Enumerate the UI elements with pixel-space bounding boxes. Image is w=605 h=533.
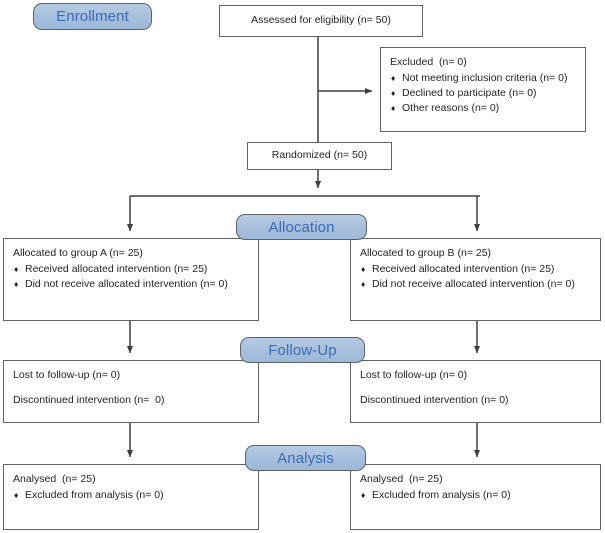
- stage-label-analysis: Analysis: [277, 449, 334, 467]
- allocation-a-list: Received allocated intervention (n= 25) …: [13, 262, 249, 292]
- list-item: Declined to participate (n= 0): [390, 86, 576, 101]
- box-followup-group-b: Lost to follow-up (n= 0) Discontinued in…: [350, 360, 601, 423]
- list-item: Did not receive allocated intervention (…: [13, 277, 249, 292]
- analysis-b-list: Excluded from analysis (n= 0): [360, 488, 591, 503]
- box-assessed-for-eligibility: Assessed for eligibility (n= 50): [219, 5, 423, 37]
- list-item: Received allocated intervention (n= 25): [13, 262, 249, 277]
- stage-pill-analysis: Analysis: [245, 445, 366, 471]
- box-excluded: Excluded (n= 0) Not meeting inclusion cr…: [380, 47, 586, 132]
- excluded-heading: Excluded (n= 0): [390, 56, 467, 68]
- list-item: Received allocated intervention (n= 25): [360, 262, 591, 277]
- analysis-a-list: Excluded from analysis (n= 0): [13, 488, 249, 503]
- allocation-b-list: Received allocated intervention (n= 25) …: [360, 262, 591, 292]
- box-randomized: Randomized (n= 50): [247, 142, 392, 170]
- followup-b-lost: Lost to follow-up (n= 0): [360, 369, 468, 381]
- allocation-a-heading: Allocated to group A (n= 25): [13, 247, 143, 259]
- box-allocation-group-a: Allocated to group A (n= 25) Received al…: [3, 238, 259, 321]
- followup-a-discontinued: Discontinued intervention (n= 0): [13, 394, 165, 406]
- stage-label-enrollment: Enrollment: [56, 8, 129, 25]
- box-analysis-group-b: Analysed (n= 25) Excluded from analysis …: [350, 464, 601, 530]
- assessed-text: Assessed for eligibility (n= 50): [251, 14, 391, 26]
- stage-label-followup: Follow-Up: [268, 341, 337, 359]
- stage-label-allocation: Allocation: [268, 218, 335, 236]
- list-item: Not meeting inclusion criteria (n= 0): [390, 71, 576, 86]
- box-analysis-group-a: Analysed (n= 25) Excluded from analysis …: [3, 464, 259, 530]
- analysis-b-heading: Analysed (n= 25): [360, 473, 443, 485]
- box-followup-group-a: Lost to follow-up (n= 0) Discontinued in…: [3, 360, 259, 423]
- stage-pill-enrollment: Enrollment: [33, 3, 152, 30]
- allocation-b-heading: Allocated to group B (n= 25): [360, 247, 492, 259]
- box-allocation-group-b: Allocated to group B (n= 25) Received al…: [350, 238, 601, 321]
- list-item: Did not receive allocated intervention (…: [360, 277, 591, 292]
- analysis-a-heading: Analysed (n= 25): [13, 473, 96, 485]
- list-item: Excluded from analysis (n= 0): [360, 488, 591, 503]
- list-item: Other reasons (n= 0): [390, 101, 576, 116]
- followup-b-discontinued: Discontinued intervention (n= 0): [360, 394, 509, 406]
- followup-a-lost: Lost to follow-up (n= 0): [13, 369, 121, 381]
- excluded-reason-list: Not meeting inclusion criteria (n= 0) De…: [390, 71, 576, 116]
- list-item: Excluded from analysis (n= 0): [13, 488, 249, 503]
- stage-pill-allocation: Allocation: [236, 214, 367, 240]
- stage-pill-followup: Follow-Up: [240, 337, 365, 363]
- randomized-text: Randomized (n= 50): [271, 149, 368, 161]
